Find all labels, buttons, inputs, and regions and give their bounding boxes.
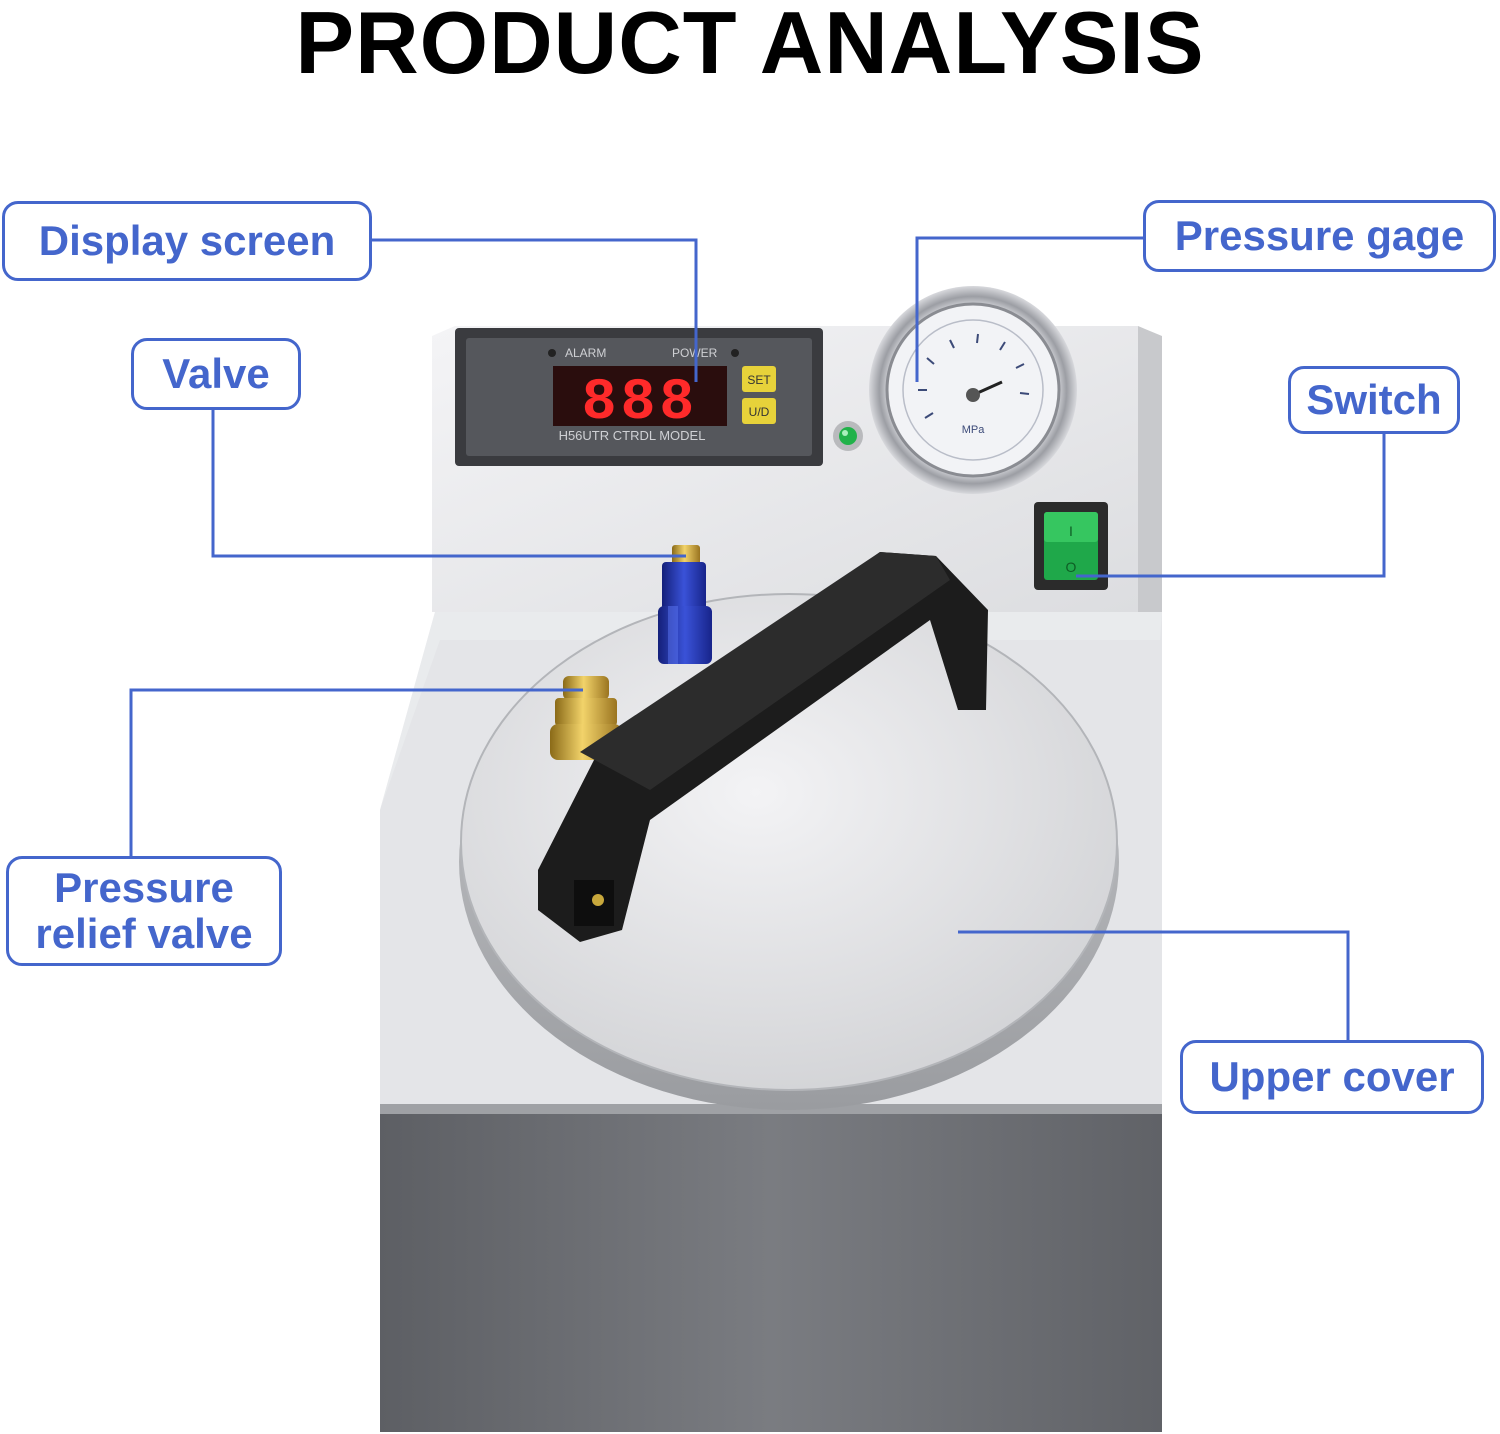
alarm-label: ALARM: [565, 346, 606, 360]
power-switch-icon: I O: [1034, 502, 1108, 590]
display-screen-leader: [372, 238, 698, 382]
switch-leader: [1076, 434, 1386, 578]
power-indicator-icon: [833, 421, 863, 451]
label-upper-cover: Upper cover: [1180, 1040, 1484, 1114]
label-display-screen: Display screen: [2, 201, 372, 281]
valve-leader: [211, 410, 686, 558]
upper-cover-leader: [958, 930, 1350, 1040]
led-digits: 888: [582, 371, 698, 436]
updown-button-label: U/D: [749, 405, 770, 419]
pressure-gage-leader: [915, 236, 1143, 382]
page-title: PRODUCT ANALYSIS: [295, 0, 1205, 92]
label-pressure-gage: Pressure gage: [1143, 200, 1496, 272]
svg-text:O: O: [1066, 559, 1077, 575]
display-controller: ALARM POWER 888 SET U/D H56UTR CTRDL MOD…: [455, 328, 823, 466]
pressure-relief-leader: [129, 688, 583, 858]
valve-icon: [658, 545, 712, 664]
controller-model-text: H56UTR CTRDL MODEL: [559, 428, 706, 443]
gauge-unit: MPa: [962, 424, 986, 436]
handle-icon: [538, 552, 988, 942]
svg-text:I: I: [1069, 523, 1073, 539]
pressure-gauge: MPa: [869, 286, 1077, 494]
label-switch: Switch: [1288, 366, 1460, 434]
callout-lines: [129, 236, 1386, 1040]
label-pressure-relief-valve: Pressure relief valve: [6, 856, 282, 966]
set-button-label: SET: [747, 373, 771, 387]
label-valve: Valve: [131, 338, 301, 410]
